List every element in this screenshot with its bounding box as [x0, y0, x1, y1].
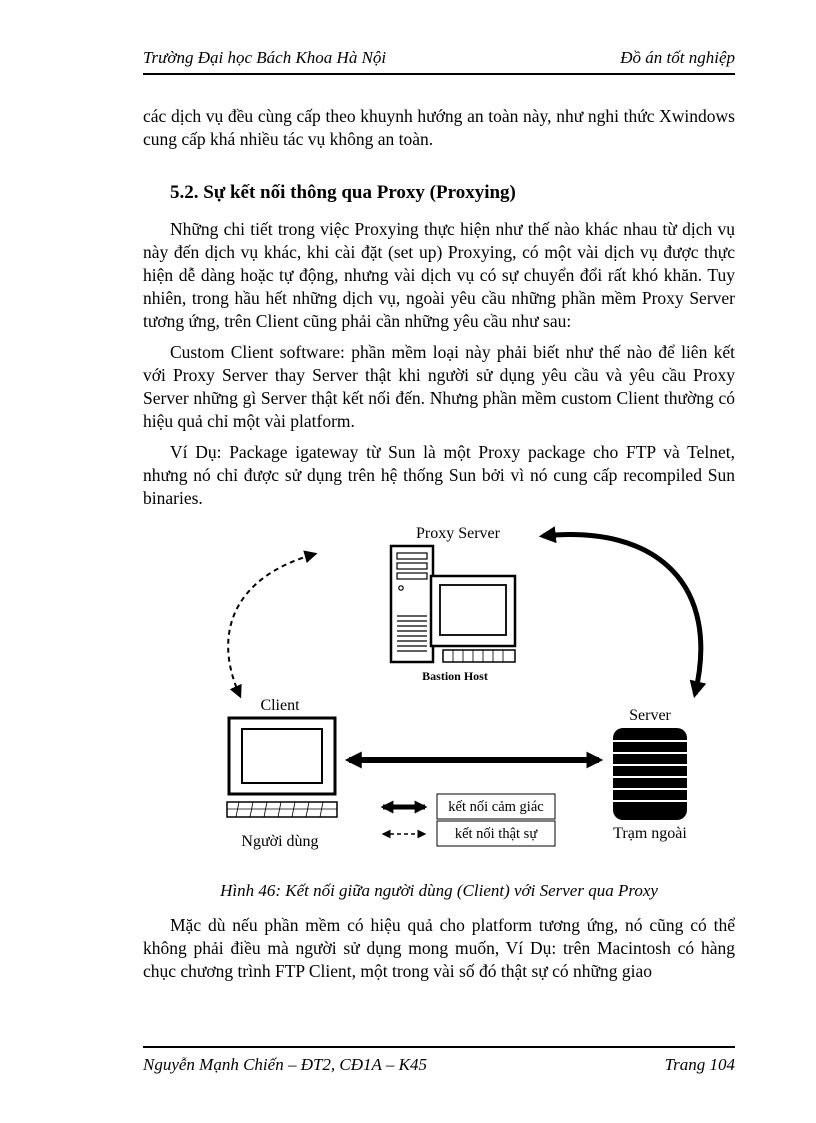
client-computer-icon	[226, 716, 338, 818]
paragraph: Custom Client software: phần mềm loại nà…	[143, 342, 735, 431]
document-body: các dịch vụ đều cùng cấp theo khuynh hướ…	[143, 105, 735, 983]
solid-connection-arc	[538, 526, 707, 699]
section-heading: 5.2. Sự kết nối thông qua Proxy (Proxyin…	[170, 182, 516, 203]
paragraph: Ví Dụ: Package igateway từ Sun là một Pr…	[143, 442, 735, 508]
footer-page-number: Trang 104	[664, 1055, 735, 1074]
user-label: Người dùng	[241, 833, 318, 850]
dashed-connection-arc	[227, 550, 318, 699]
paragraph: Những chi tiết trong việc Proxying thực …	[143, 219, 735, 331]
page-footer: Nguyễn Mạnh Chiến – ĐT2, CĐ1A – K45 Tran…	[143, 1046, 735, 1075]
legend-perceived-box	[436, 793, 556, 820]
client-label: Client	[260, 697, 300, 714]
bastion-host-label: Bastion Host	[422, 669, 488, 683]
server-label: Server	[629, 707, 671, 724]
proxy-diagram-figure: Proxy Server Bas	[143, 520, 743, 871]
proxy-server-label: Proxy Server	[416, 525, 501, 542]
header-institution: Trường Đại học Bách Khoa Hà Nội	[143, 48, 387, 67]
paragraph-intro: các dịch vụ đều cùng cấp theo khuynh hướ…	[143, 106, 735, 149]
figure-caption: Hình 46: Kết nối giữa người dùng (Client…	[220, 881, 658, 900]
proxy-connection-diagram: Proxy Server Bas	[226, 525, 707, 850]
legend-actual-label: kết nối thật sự	[455, 826, 539, 842]
external-station-label: Trạm ngoài	[613, 825, 687, 842]
legend-actual-box	[436, 820, 556, 847]
server-stack-icon	[613, 728, 687, 820]
proxy-computer-icon	[389, 544, 517, 664]
page-header: Trường Đại học Bách Khoa Hà Nội Đồ án tố…	[143, 48, 735, 75]
paragraph: Mặc dù nếu phần mềm có hiệu quả cho plat…	[143, 915, 735, 981]
footer-author: Nguyễn Mạnh Chiến – ĐT2, CĐ1A – K45	[143, 1055, 427, 1074]
header-doc-type: Đồ án tốt nghiệp	[620, 48, 735, 67]
legend-perceived-label: kết nối cảm giác	[448, 799, 543, 815]
